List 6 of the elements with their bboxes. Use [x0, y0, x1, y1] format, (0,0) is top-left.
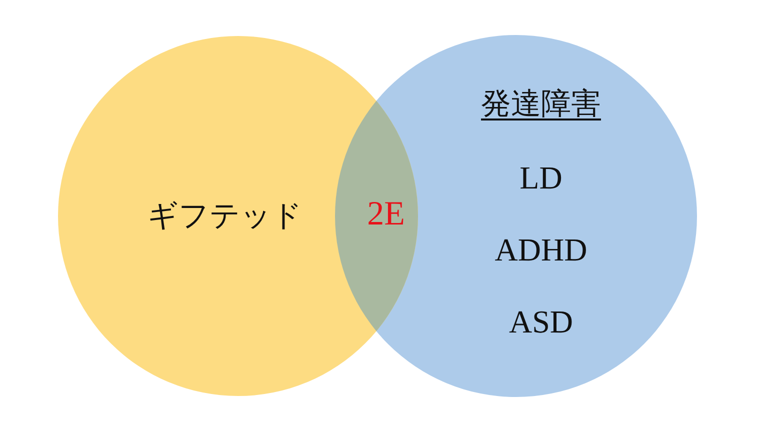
circle-heading: 発達障害	[481, 88, 601, 120]
circle-label: LD	[520, 160, 562, 196]
circle-label: ADHD	[494, 232, 588, 268]
circle-label: ASD	[509, 304, 573, 340]
circle-label: ギフテッド	[148, 200, 302, 232]
overlap-label: 2E	[367, 195, 405, 233]
